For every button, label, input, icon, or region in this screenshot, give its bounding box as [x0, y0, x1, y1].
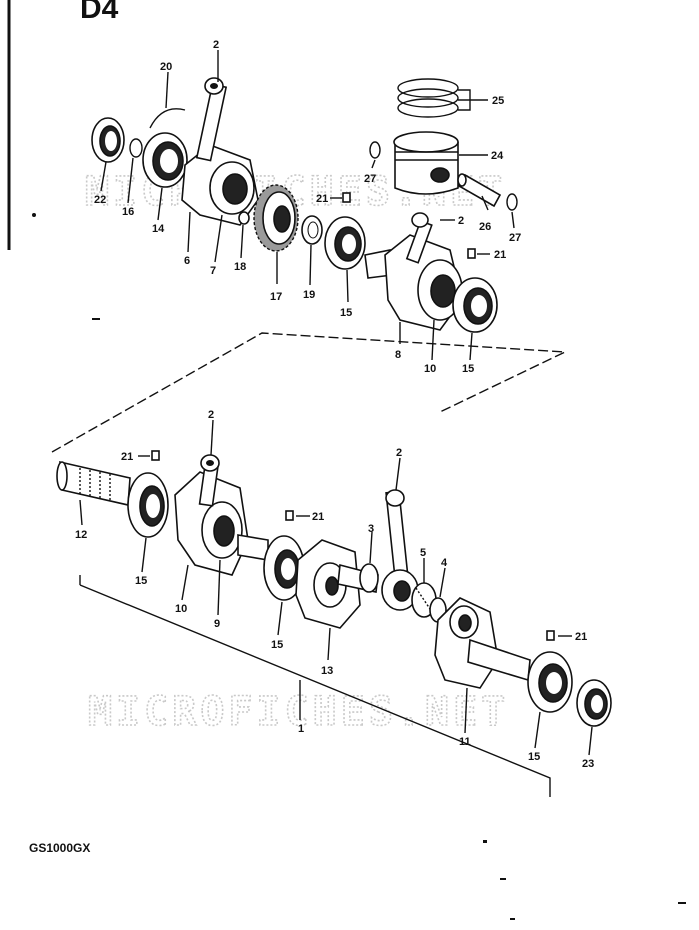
label-p-10b: 10: [175, 603, 187, 615]
label-p-21e: 21: [575, 631, 587, 643]
bearing-15-upper: [324, 216, 366, 270]
label-p-27a: 27: [364, 173, 376, 185]
label-p-18: 18: [234, 261, 246, 273]
crank-web-6-7: [181, 77, 259, 226]
clip-27-left: [369, 141, 381, 159]
pin-21-b: [467, 248, 476, 259]
label-p-15e: 15: [528, 751, 540, 763]
oil-seal-22: [91, 117, 125, 163]
label-p-4: 4: [441, 557, 448, 569]
bearing-15-lower-left: [127, 472, 169, 538]
label-p-2a: 2: [213, 39, 219, 51]
pin-21-e: [546, 630, 555, 641]
model-name: GS1000GX: [29, 841, 91, 855]
bearing-15-right: [452, 277, 498, 333]
label-p-15c: 15: [135, 575, 147, 587]
oil-seal-23: [576, 679, 612, 727]
bearing-15-lower-mid: [263, 535, 305, 601]
crank-web-11: [434, 597, 531, 689]
label-p-15d: 15: [271, 639, 283, 651]
pin-21-c: [151, 450, 160, 461]
piston-24: [393, 131, 459, 195]
watermark-bottom: MICROFICHES.NET: [88, 689, 509, 735]
label-p-2b: 2: [458, 215, 464, 227]
label-p-20: 20: [160, 61, 172, 73]
label-p-5: 5: [420, 547, 426, 559]
crank-web-8-10: [384, 212, 463, 331]
label-p-26: 26: [479, 221, 491, 233]
label-p-21a: 21: [316, 193, 328, 205]
shaft-lower-mid: [237, 534, 269, 561]
label-p-21d: 21: [312, 511, 324, 523]
crank-web-10-9: [174, 454, 249, 576]
label-p-21c: 21: [121, 451, 133, 463]
label-p-17: 17: [270, 291, 282, 303]
label-p-16: 16: [122, 206, 134, 218]
label-p-10a: 10: [424, 363, 436, 375]
label-p-3: 3: [368, 523, 374, 535]
label-p-23: 23: [582, 758, 594, 770]
label-p-13: 13: [321, 665, 333, 677]
dowel-18: [238, 211, 250, 225]
conrod-2-lower-right: [381, 489, 419, 611]
pin-21-d: [285, 510, 294, 521]
label-p-19: 19: [303, 289, 315, 301]
leader-lines: [79, 50, 593, 756]
crankshaft-end-12: [56, 460, 131, 506]
label-p-22: 22: [94, 194, 106, 206]
scan-specks: [32, 213, 686, 920]
header-logo: D4: [80, 0, 150, 25]
gear-17: [253, 184, 299, 252]
bearing-14: [142, 132, 188, 188]
snap-ring-20: [149, 108, 186, 129]
label-p-15b: 15: [462, 363, 474, 375]
label-p-6: 6: [184, 255, 190, 267]
label-p-7: 7: [210, 265, 216, 277]
label-p-11: 11: [459, 736, 471, 748]
label-p-27b: 27: [509, 232, 521, 244]
piston-rings-25: [397, 78, 459, 118]
piston-pin-26: [457, 173, 502, 208]
label-p-8: 8: [395, 349, 401, 361]
label-p-9: 9: [214, 618, 220, 630]
part-labels: 2 20 25 24 27 27 26 22 16 14 6 7 18 17 1…: [75, 39, 594, 770]
pin-21-a: [342, 192, 351, 203]
label-p-2d: 2: [396, 447, 402, 459]
bearing-15-lower-right: [527, 651, 573, 713]
label-p-15a: 15: [340, 307, 352, 319]
clip-27-right: [506, 193, 518, 211]
circlip-16: [129, 138, 143, 158]
label-p-25: 25: [492, 95, 504, 107]
label-p-24: 24: [491, 150, 504, 162]
washer-19-hole: [307, 221, 319, 239]
label-p-21b: 21: [494, 249, 506, 261]
header-logo-text: D4: [80, 0, 119, 25]
label-p-1: 1: [298, 723, 304, 735]
washer-3: [359, 563, 379, 593]
label-p-2c: 2: [208, 409, 214, 421]
crank-web-13: [295, 539, 361, 629]
label-p-12: 12: [75, 529, 87, 541]
assembly-outline: [51, 332, 568, 797]
label-p-14: 14: [152, 223, 165, 235]
